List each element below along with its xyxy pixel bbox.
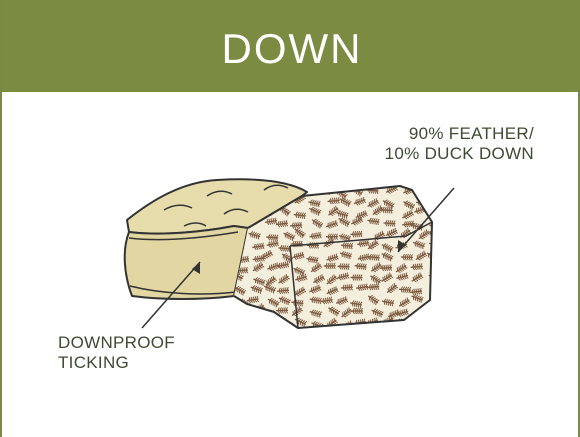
feather-mark <box>431 186 444 194</box>
fill-label-line2: 10% DUCK DOWN <box>385 144 534 164</box>
feather-mark <box>425 197 438 205</box>
feather-mark <box>237 316 250 325</box>
feather-mark <box>426 305 439 317</box>
ticking-label-line1: DOWNPROOF <box>58 333 175 353</box>
ticking-label-line2: TICKING <box>58 353 175 373</box>
feather-mark <box>414 185 427 196</box>
feather-mark <box>247 319 260 331</box>
feather-mark <box>266 317 279 325</box>
ticking-label: DOWNPROOF TICKING <box>58 333 175 373</box>
feather-mark <box>412 316 425 325</box>
fill-label-line1: 90% FEATHER/ <box>385 124 534 144</box>
feather-mark <box>430 286 443 298</box>
header-title: DOWN <box>222 19 363 73</box>
fill-label: 90% FEATHER/ 10% DUCK DOWN <box>385 124 534 164</box>
feather-mark <box>431 296 444 308</box>
feather-mark <box>426 315 439 326</box>
ticking-front-face <box>125 226 248 299</box>
feather-mark <box>230 306 243 315</box>
header-banner: DOWN <box>2 0 580 92</box>
